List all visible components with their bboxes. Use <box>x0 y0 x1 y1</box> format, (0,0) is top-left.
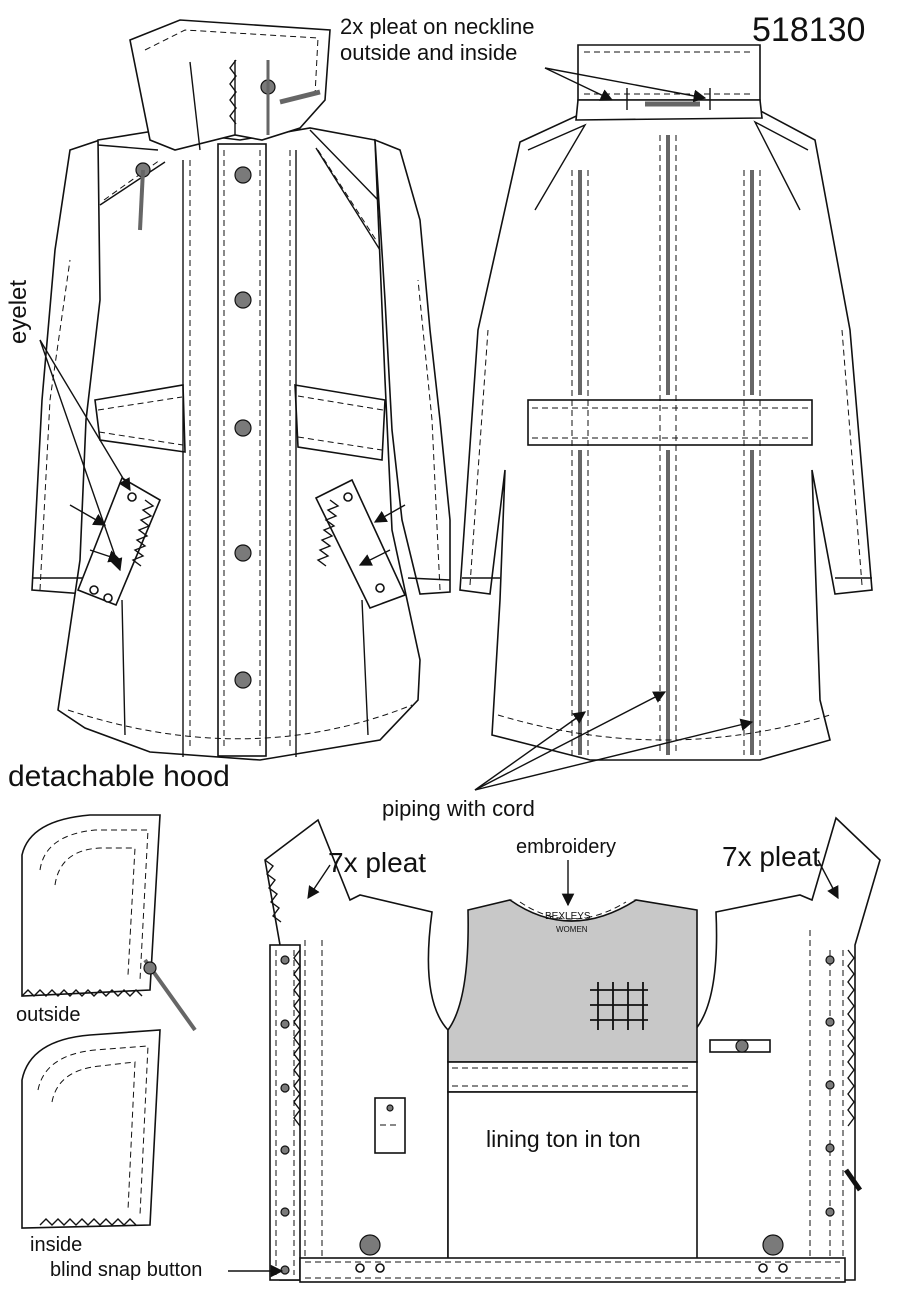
hood-inside-label: inside <box>30 1234 83 1256</box>
front-button-3 <box>234 419 252 437</box>
front-left-pocket <box>76 476 162 607</box>
pleat-note: 2x pleat on neckline outside and inside <box>340 14 534 67</box>
eyelet-label: eyelet <box>5 279 32 344</box>
hood-inside <box>21 1029 161 1229</box>
inside-view <box>264 816 881 1283</box>
embroidery-label: embroidery <box>516 836 617 858</box>
front-view <box>31 19 451 761</box>
pleat-left-label: 7x pleat <box>328 847 427 878</box>
back-view <box>459 44 873 761</box>
front-waist-band-left <box>94 384 186 453</box>
lining-label: lining ton in ton <box>486 1126 641 1152</box>
hood-outside <box>21 814 197 1032</box>
back-waist-band <box>527 399 813 446</box>
pleat-note-line2: outside and inside <box>340 40 518 66</box>
detachable-hood-label: detachable hood <box>8 760 230 793</box>
front-right-pocket <box>314 478 407 610</box>
inside-left-placket <box>269 944 301 1281</box>
front-button-1 <box>234 166 252 184</box>
front-button-2 <box>234 291 252 309</box>
front-placket <box>217 143 267 757</box>
front-button-4 <box>234 544 252 562</box>
front-button-5 <box>234 671 252 689</box>
front-right-sleeve <box>374 138 451 595</box>
inside-lining-band <box>447 1061 698 1093</box>
front-waist-band-right <box>294 384 386 461</box>
blind-snap-label: blind snap button <box>50 1259 203 1281</box>
piping-label: piping with cord <box>382 796 535 821</box>
inside-lining <box>447 1091 698 1281</box>
hood-outside-label: outside <box>16 1004 81 1026</box>
annotation-arrows <box>39 67 839 1278</box>
pleat-right-label: 7x pleat <box>722 841 821 872</box>
brand-name: BEXLEYS <box>545 911 591 922</box>
brand-sub: WOMEN <box>556 925 588 934</box>
style-code: 518130 <box>752 11 866 49</box>
pleat-note-line1: 2x pleat on neckline <box>340 14 535 39</box>
